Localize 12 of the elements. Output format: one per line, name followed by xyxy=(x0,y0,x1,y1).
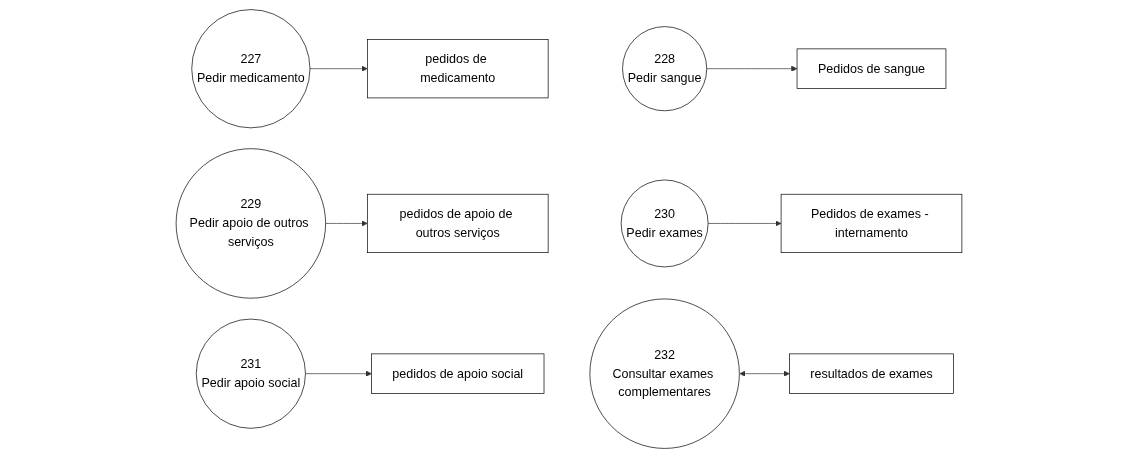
node-circle: 232 Consultar exames complementares xyxy=(589,298,740,449)
node-box: pedidos de apoio de outros serviços xyxy=(367,193,549,253)
node-box: pedidos de medicamento xyxy=(367,39,549,99)
node-box: pedidos de apoio social xyxy=(371,353,545,394)
node-circle: 228 Pedir sangue xyxy=(622,26,708,112)
node-box: Pedidos de exames - internamento xyxy=(780,193,963,253)
node-circle: 231 Pedir apoio social xyxy=(195,318,306,429)
node-circle: 229 Pedir apoio de outros serviços xyxy=(175,148,326,299)
node-circle: 230 Pedir exames xyxy=(620,179,709,268)
node-box: Pedidos de sangue xyxy=(796,48,947,89)
node-box: resultados de exames xyxy=(789,353,954,394)
node-circle: 227 Pedir medicamento xyxy=(191,9,311,129)
